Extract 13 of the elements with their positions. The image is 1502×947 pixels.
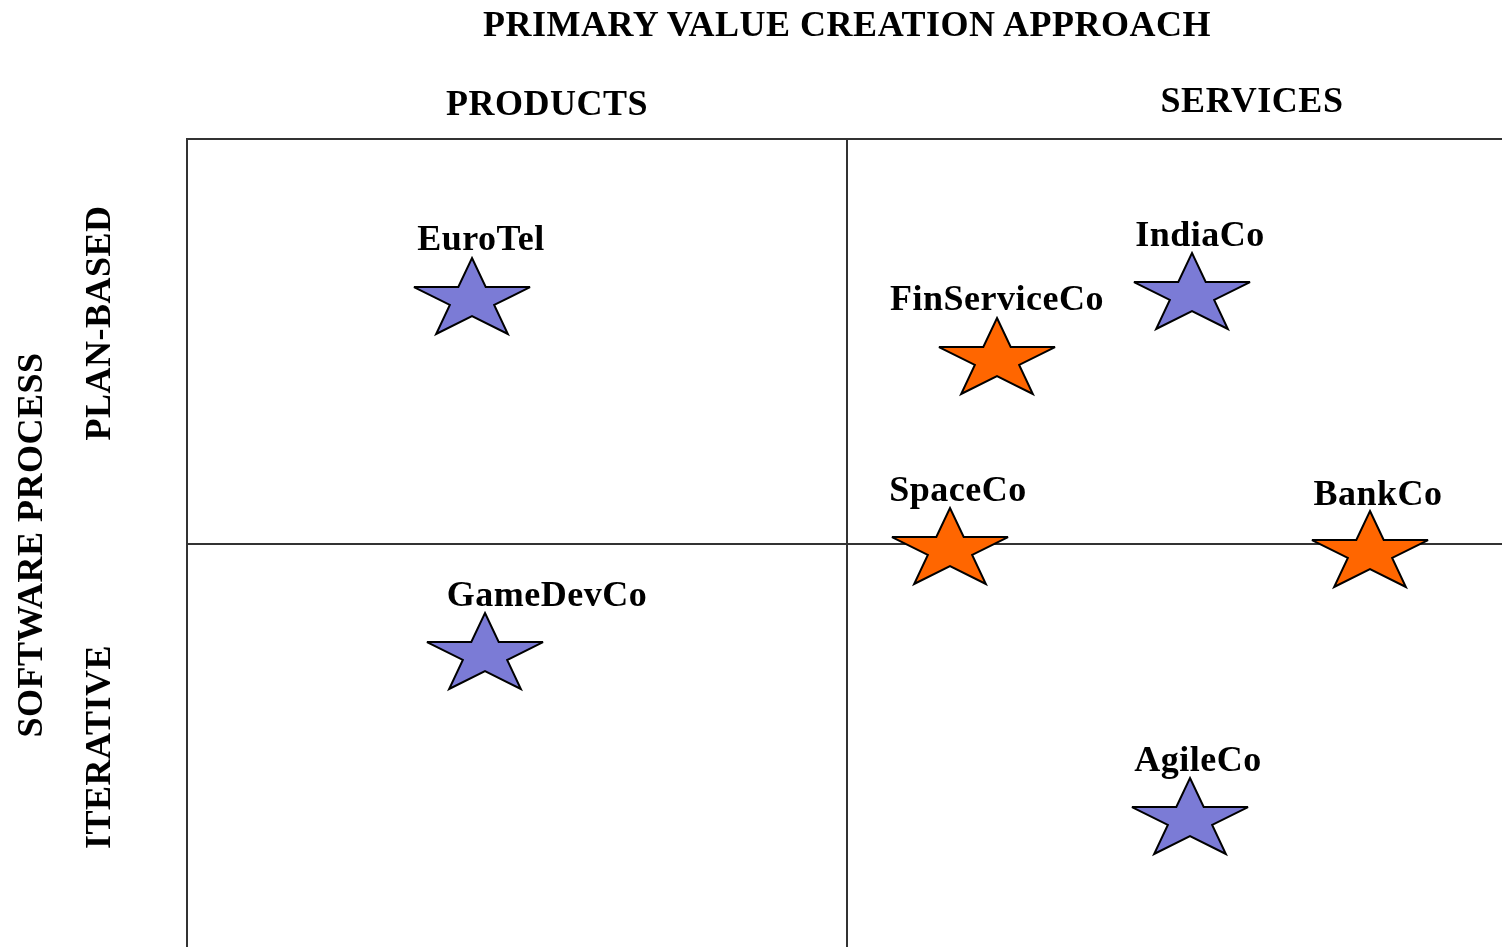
column-header: PRODUCTS <box>446 85 648 121</box>
company-label: SpaceCo <box>889 471 1027 507</box>
chart-title: PRIMARY VALUE CREATION APPROACH <box>483 6 1211 42</box>
axis-label: PLAN-BASED <box>80 205 116 441</box>
company-label: IndiaCo <box>1135 216 1265 252</box>
axis-label: ITERATIVE <box>80 645 116 849</box>
company-label: EuroTel <box>417 220 545 256</box>
column-header: SERVICES <box>1160 82 1344 118</box>
axis-label: SOFTWARE PROCESS <box>12 352 48 738</box>
company-label: FinServiceCo <box>890 280 1104 316</box>
company-label: GameDevCo <box>446 576 648 612</box>
company-label: AgileCo <box>1134 741 1262 777</box>
company-label: BankCo <box>1313 475 1443 511</box>
